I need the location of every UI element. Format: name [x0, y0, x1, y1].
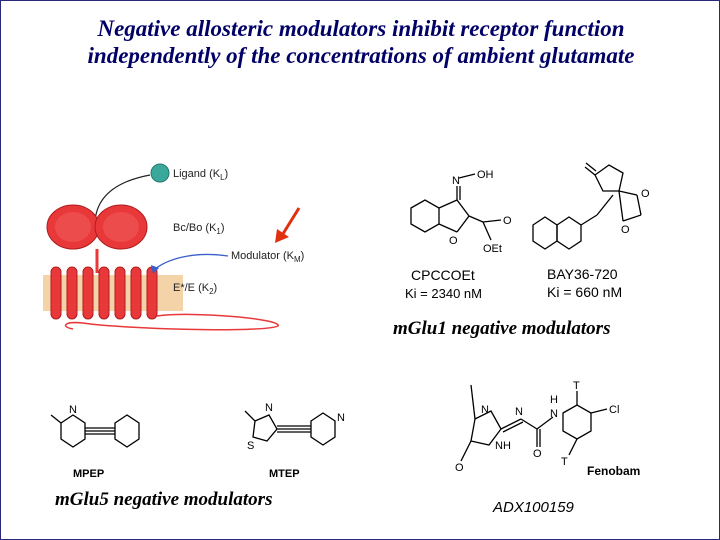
membrane	[43, 275, 183, 311]
cpccoet-structure: N OH O O OEt CPCCOEt Ki = 2340 nM	[397, 156, 515, 304]
ligand-sphere	[150, 163, 170, 183]
cpccoet-name: CPCCOEt	[411, 267, 475, 283]
svg-text:O: O	[503, 215, 512, 227]
svg-text:N: N	[337, 412, 345, 424]
adx100159-caption: ADX100159	[493, 499, 574, 516]
fenobam-structure: N N NH H N O O Cl T T Fenobam	[451, 375, 666, 485]
svg-text:OH: OH	[477, 169, 494, 181]
mglu1-caption: mGlu1 negative modulators	[393, 318, 611, 339]
mglu5-structures: N MPEP N S N MTEP	[41, 381, 381, 489]
svg-text:S: S	[247, 440, 254, 452]
svg-text:NH: NH	[495, 440, 511, 452]
bay36-720-structure: O O BAY36-720 Ki = 660 nM	[523, 151, 663, 306]
svg-text:T: T	[573, 380, 580, 392]
mpep-name: MPEP	[73, 468, 104, 480]
svg-text:O: O	[621, 224, 630, 236]
bay36-720-ki: Ki = 660 nM	[547, 284, 622, 300]
c-terminal-tail	[64, 313, 279, 331]
svg-text:Bc/Bo (K1): Bc/Bo (K1)	[173, 222, 225, 236]
mglu5-caption: mGlu5 negative modulators	[55, 489, 273, 510]
svg-text:T: T	[561, 456, 568, 468]
svg-text:OEt: OEt	[483, 243, 502, 255]
bay36-720-name: BAY36-720	[547, 266, 618, 282]
transmembrane-helices	[50, 266, 158, 320]
svg-text:N: N	[452, 175, 460, 187]
svg-text:N: N	[515, 406, 523, 418]
svg-text:O: O	[449, 235, 458, 247]
svg-text:H: H	[550, 394, 558, 406]
svg-text:O: O	[533, 448, 542, 460]
svg-text:N: N	[550, 408, 558, 420]
svg-text:N: N	[481, 404, 489, 416]
svg-text:E*/E (K2): E*/E (K2)	[173, 282, 217, 296]
modulator-arrow	[154, 253, 229, 270]
receptor-diagram: Ligand (KL) Bc/Bo (K1) Modulator (KM) E*…	[43, 151, 343, 331]
fenobam-name: Fenobam	[587, 464, 640, 478]
svg-text:Modulator (KM): Modulator (KM)	[231, 250, 304, 264]
mtep-name: MTEP	[269, 468, 300, 480]
svg-text:O: O	[641, 188, 650, 200]
red-pointer-arrow	[279, 207, 301, 238]
cpccoet-ki: Ki = 2340 nM	[405, 286, 482, 301]
svg-text:N: N	[69, 404, 77, 416]
svg-text:Ligand (KL): Ligand (KL)	[173, 168, 228, 182]
svg-text:N: N	[265, 402, 273, 414]
svg-text:O: O	[455, 462, 464, 474]
slide-title: Negative allosteric modulators inhibit r…	[87, 16, 635, 68]
svg-text:Cl: Cl	[609, 404, 619, 416]
